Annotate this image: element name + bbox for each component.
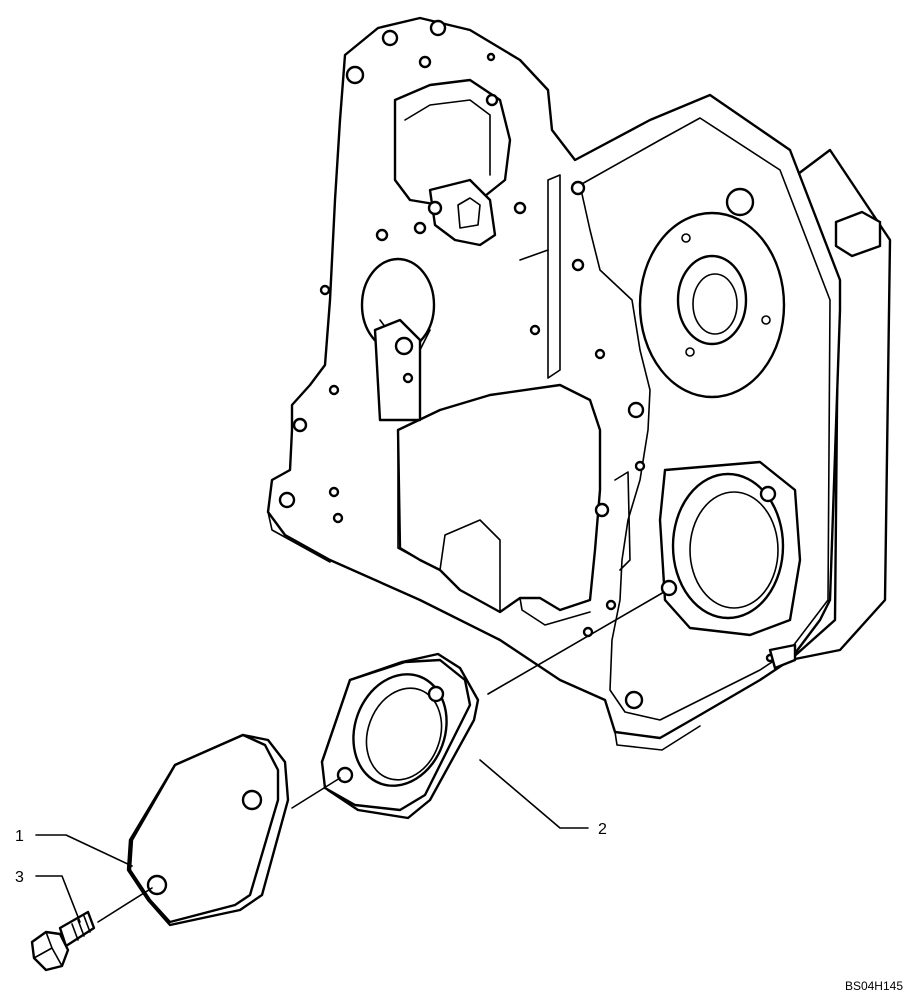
center-post	[428, 178, 497, 247]
callout-1: 1	[15, 828, 24, 845]
drawing-code: BS04H145	[845, 979, 903, 993]
leader-line-1	[35, 834, 133, 867]
leader-line-2	[479, 759, 589, 829]
gear-housing	[266, 16, 892, 751]
gasket-bore	[352, 673, 448, 787]
housing-mount-hole	[660, 579, 678, 597]
housing-window	[396, 383, 602, 614]
gasket-hole-lower	[336, 766, 354, 784]
callout-3: 3	[15, 869, 24, 886]
bolt-part-3	[30, 910, 96, 972]
callout-2: 2	[598, 821, 607, 838]
leader-line-3	[35, 875, 81, 923]
callouts: 1 2 3	[15, 759, 607, 923]
frame-holes	[278, 19, 775, 710]
upper-cavity	[393, 78, 512, 207]
side-plug	[834, 210, 882, 258]
cover-plate-part-1	[126, 733, 290, 927]
housing-cover-face	[579, 117, 831, 721]
upper-bearing-bore	[676, 254, 748, 346]
gasket-part-2	[320, 652, 480, 820]
bolt-head	[30, 930, 70, 972]
assembly-lines	[97, 591, 665, 923]
gasket-hole-upper	[427, 685, 445, 703]
assembly-line-plate-gasket	[291, 777, 341, 809]
cover-plate-hole-upper	[241, 789, 263, 811]
assembly-line-gasket-housing	[487, 591, 665, 695]
cover-plate-hole-lower	[146, 874, 168, 896]
assembly-line-bolt-plate	[97, 887, 153, 923]
lower-opening-bore	[671, 472, 785, 620]
